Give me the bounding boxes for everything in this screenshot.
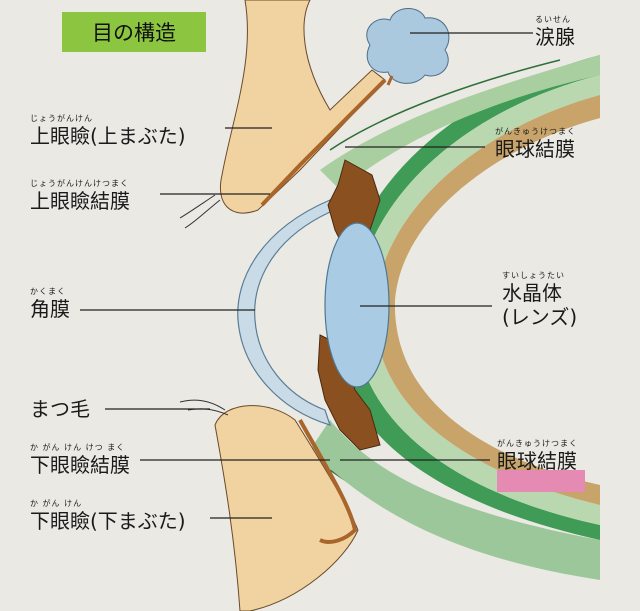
highlight-marker [497, 470, 585, 492]
ruby: じょうがんけんけつまく [30, 179, 129, 188]
label-text: 涙腺 [535, 25, 575, 49]
ruby: すいしょうたい [502, 271, 565, 280]
label-text: 角膜 [30, 297, 70, 321]
ruby: がんきゅうけつまく [495, 127, 576, 136]
label-upper-palpebral-conjunctiva: じょうがんけんけつまく 上眼瞼結膜 [30, 179, 130, 213]
lower-eyelid [179, 399, 359, 611]
ruby: かくまく [30, 287, 66, 296]
label-text: まつ毛 [30, 397, 90, 421]
label-text: 上眼瞼(上まぶた) [30, 124, 186, 148]
lacrimal-gland [366, 8, 450, 84]
cornea [237, 199, 331, 426]
ruby: るいせん [535, 15, 571, 24]
label-eyelash: まつ毛 [30, 399, 90, 419]
upper-eyelid [179, 0, 387, 229]
label-text: 上眼瞼結膜 [30, 189, 130, 213]
label-text: 水晶体 [502, 281, 562, 305]
label-lens: すいしょうたい 水晶体 (レンズ) [502, 271, 578, 329]
label-text: 眼球結膜 [497, 449, 577, 473]
label-lower-palpebral-conjunctiva: か がん けん けつ まく 下眼瞼結膜 [30, 443, 130, 477]
ruby: がんきゅうけつまく [497, 439, 578, 448]
sclera-bands [310, 55, 601, 580]
label-bulbar-conjunctiva-upper: がんきゅうけつまく 眼球結膜 [495, 127, 576, 161]
leader-lines [80, 32, 533, 519]
label-lower-eyelid: か がん けん 下眼瞼(下まぶた) [30, 499, 186, 533]
lens [324, 222, 390, 388]
ruby: か がん けん [30, 499, 83, 508]
label-text: 下眼瞼(下まぶた) [30, 509, 186, 533]
page-title: 目の構造 [62, 12, 206, 52]
label-lacrimal-gland: るいせん 涙腺 [535, 15, 575, 49]
label-bulbar-conjunctiva-lower: がんきゅうけつまく 眼球結膜 [497, 439, 578, 473]
ruby: じょうがんけん [30, 114, 93, 123]
label-text: 下眼瞼結膜 [30, 453, 130, 477]
label-cornea: かくまく 角膜 [30, 287, 70, 321]
ruby: か がん けん けつ まく [30, 443, 126, 452]
label-upper-eyelid: じょうがんけん 上眼瞼(上まぶた) [30, 114, 186, 148]
label-text-2: (レンズ) [502, 305, 578, 329]
label-text: 眼球結膜 [495, 137, 575, 161]
